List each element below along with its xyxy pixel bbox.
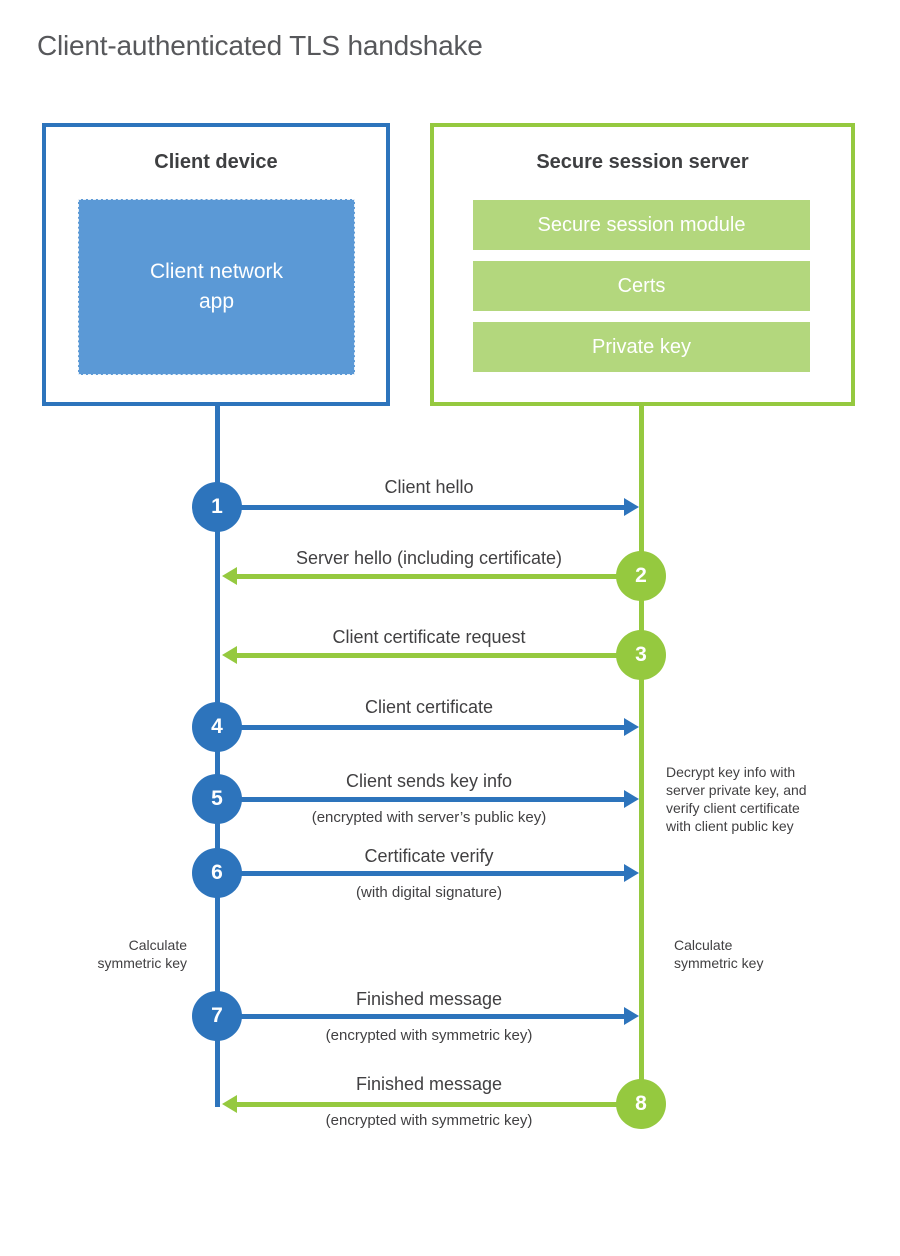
client-device-title: Client device (154, 151, 278, 173)
arrowhead-left-icon (222, 1095, 237, 1113)
arrowhead-right-icon (624, 718, 639, 736)
arrowhead-right-icon (624, 1007, 639, 1025)
step-8-sublabel: (encrypted with symmetric key) (325, 1112, 533, 1129)
step-8-label: Finished message (355, 1074, 503, 1094)
step-4-label: Client certificate (364, 697, 494, 717)
arrowhead-right-icon (624, 498, 639, 516)
server-module-private-key: Private key (473, 322, 810, 372)
step-7-label: Finished message (355, 989, 503, 1009)
step-2-circle: 2 (616, 551, 666, 601)
step-8-arrow-shaft (237, 1102, 641, 1107)
step-6-label: Certificate verify (364, 846, 494, 866)
step-5-label: Client sends key info (345, 771, 513, 791)
step-5-arrow-shaft (217, 797, 624, 802)
step-7-arrow-shaft (217, 1014, 624, 1019)
step-5-circle: 5 (192, 774, 242, 824)
step-3-arrow-shaft (237, 653, 641, 658)
step-1-arrow-shaft (217, 505, 624, 510)
step-7-circle: 7 (192, 991, 242, 1041)
step-2-label: Server hello (including certificate) (295, 548, 563, 568)
step-1-label: Client hello (384, 477, 474, 497)
step-4-arrow-shaft (217, 725, 624, 730)
secure-session-server-title: Secure session server (536, 151, 749, 173)
step-3-circle: 3 (616, 630, 666, 680)
diagram-title: Client-authenticated TLS handshake (37, 30, 483, 61)
step-1-circle: 1 (192, 482, 242, 532)
server-module-certs: Certs (473, 261, 810, 311)
server-calculate-symmetric-key-note: Calculate symmetric key (674, 937, 764, 971)
server-lifeline (639, 405, 644, 1104)
arrowhead-left-icon (222, 567, 237, 585)
step-6-circle: 6 (192, 848, 242, 898)
client-lifeline (215, 405, 220, 1107)
client-network-app-box: Client network app (78, 199, 355, 375)
step-6-arrow-shaft (217, 871, 624, 876)
arrowhead-right-icon (624, 864, 639, 882)
arrowhead-left-icon (222, 646, 237, 664)
server-decrypt-note: Decrypt key info with server private key… (666, 764, 807, 834)
step-2-arrow-shaft (237, 574, 641, 579)
arrowhead-right-icon (624, 790, 639, 808)
client-calculate-symmetric-key-note: Calculate symmetric key (97, 937, 187, 971)
step-5-sublabel: (encrypted with server’s public key) (311, 809, 547, 826)
step-3-label: Client certificate request (332, 627, 526, 647)
step-8-circle: 8 (616, 1079, 666, 1129)
step-4-circle: 4 (192, 702, 242, 752)
step-6-sublabel: (with digital signature) (356, 884, 502, 901)
server-module-secure-session: Secure session module (473, 200, 810, 250)
step-7-sublabel: (encrypted with symmetric key) (325, 1027, 533, 1044)
